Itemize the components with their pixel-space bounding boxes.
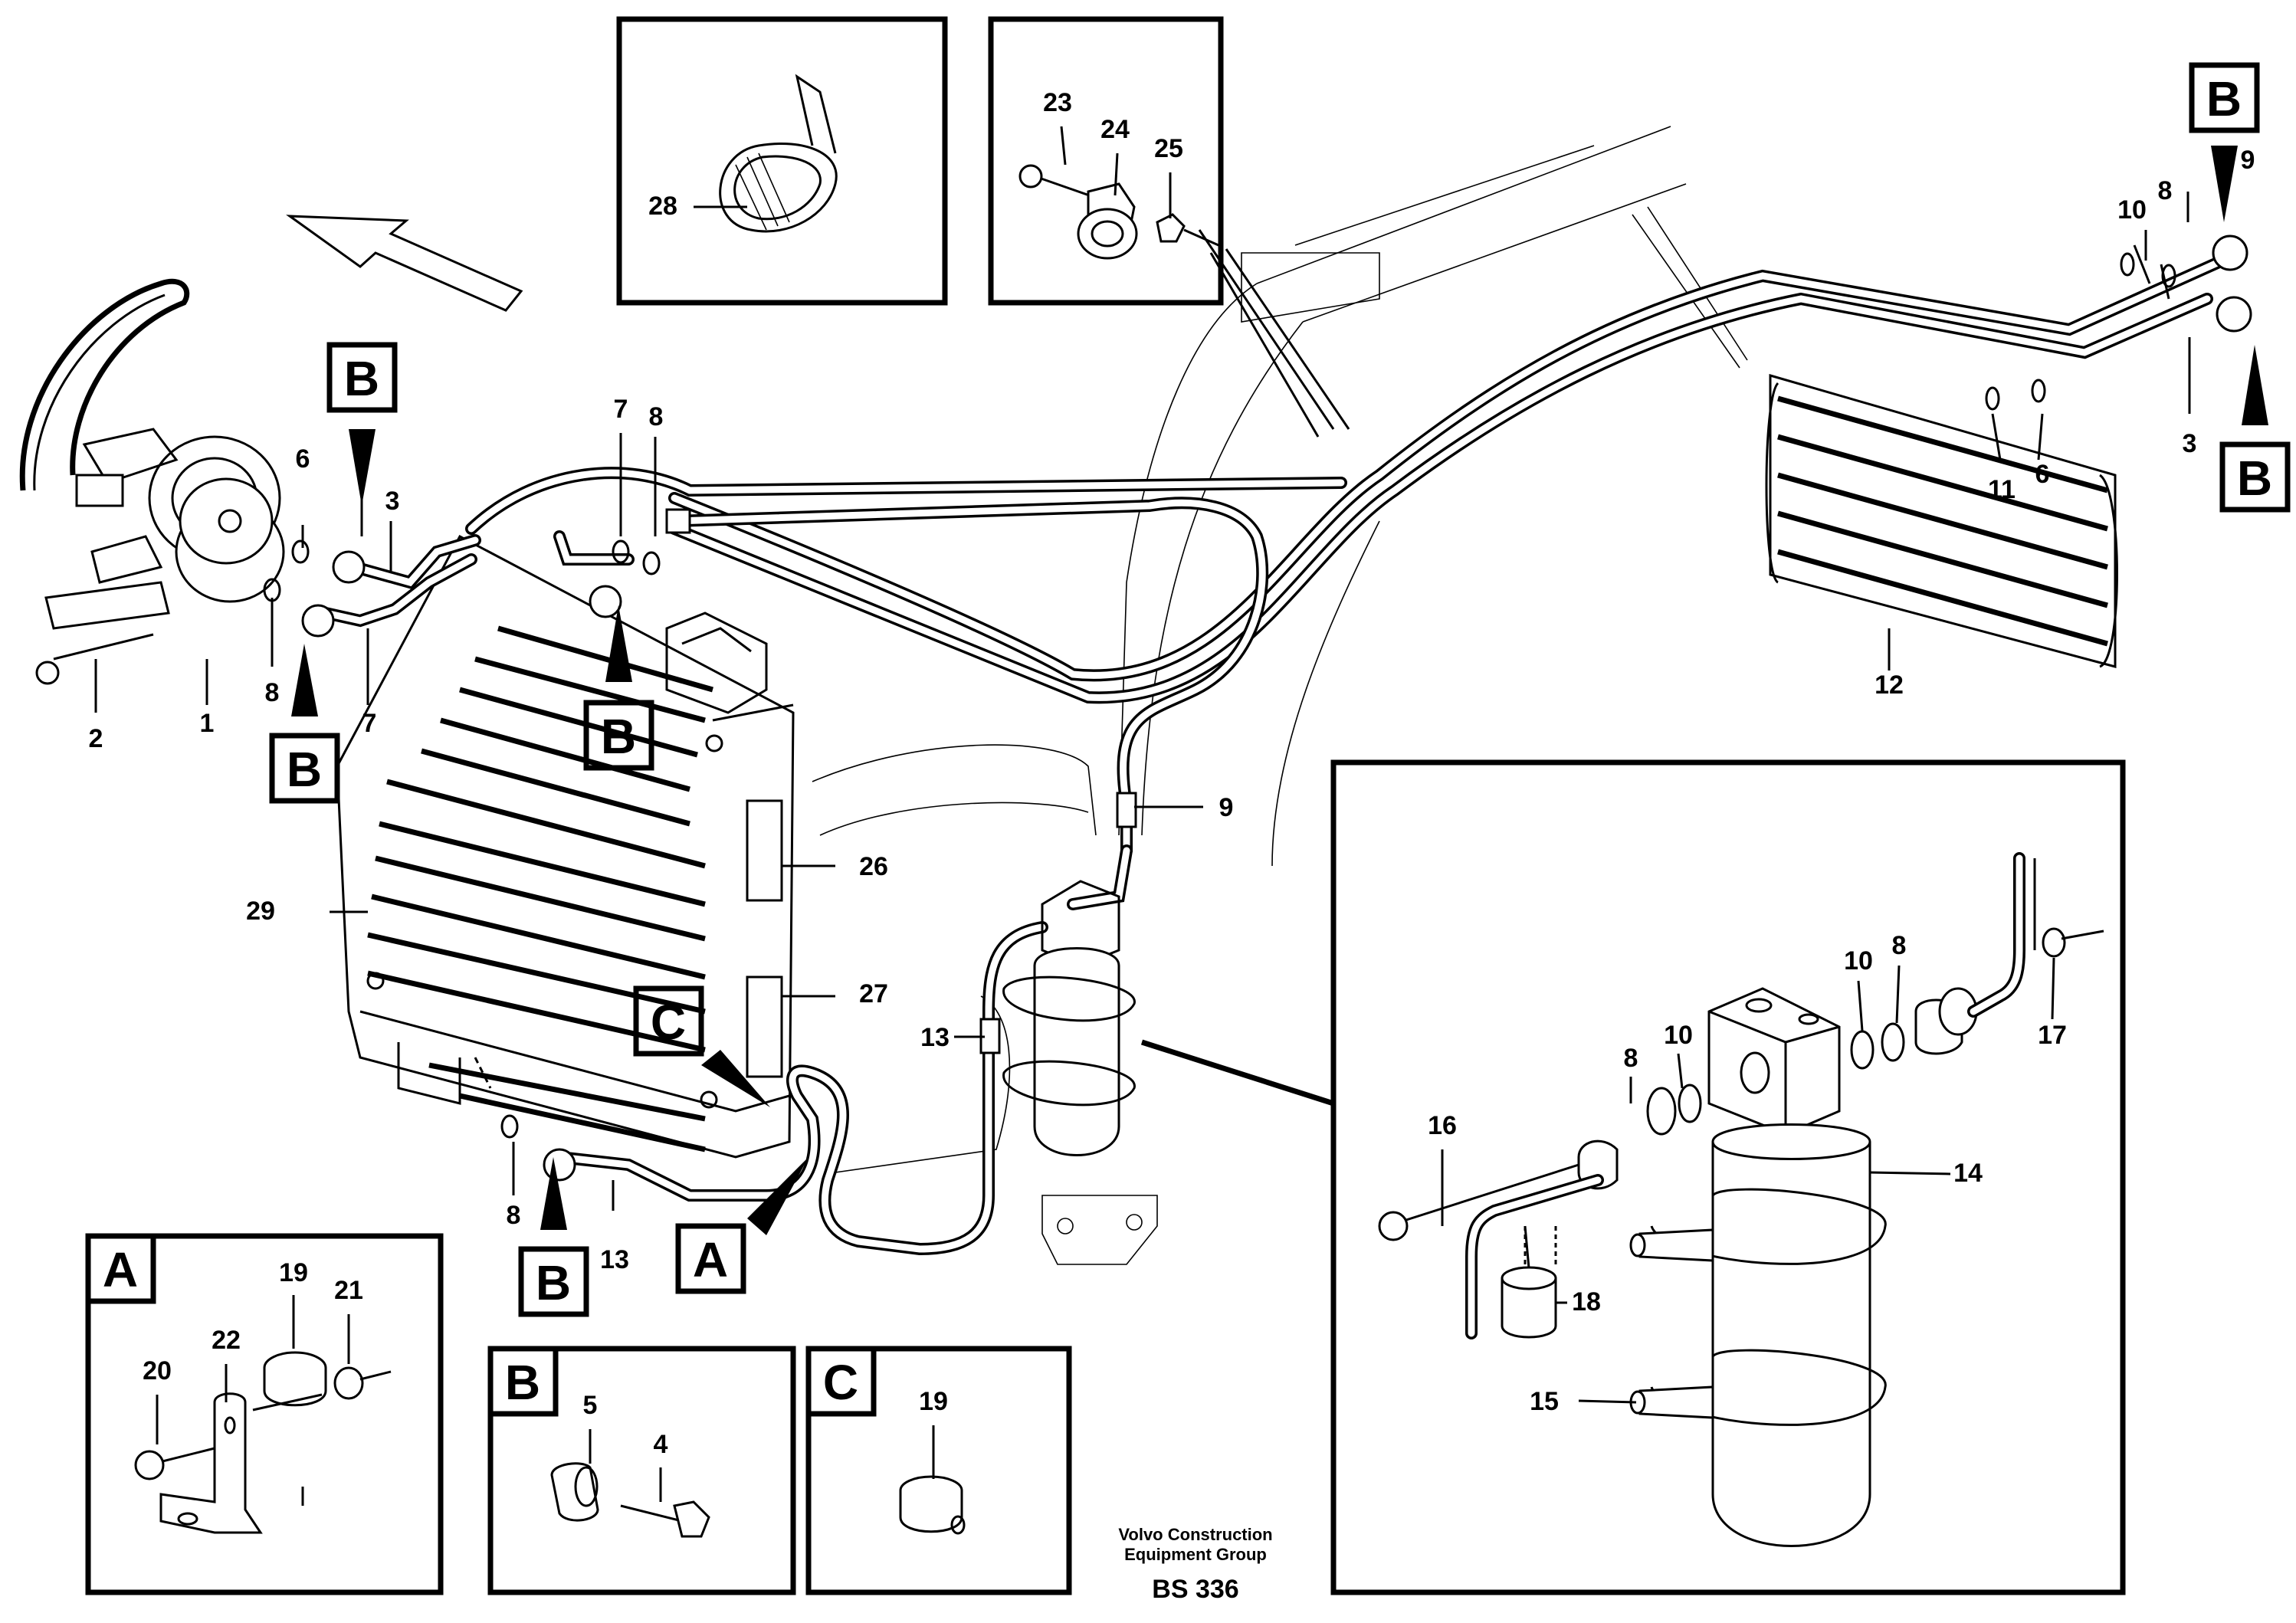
receiver-drier <box>1002 880 1136 1156</box>
callout-b-4: B <box>536 1255 571 1310</box>
part-label-28: 28 <box>648 192 677 221</box>
part-label-13b: 13 <box>600 1245 629 1274</box>
callout-c-1: C <box>651 995 686 1050</box>
part-label-8c: 8 <box>507 1201 521 1230</box>
part-label-12: 12 <box>1875 671 1904 700</box>
part-label-21: 21 <box>334 1276 363 1305</box>
part-label-1: 1 <box>200 709 215 738</box>
ac-compressor <box>19 278 285 685</box>
detail-box-pipe-clamp <box>988 16 1224 306</box>
ac-condenser <box>336 534 795 1159</box>
part-label-29: 29 <box>246 897 275 926</box>
part-label-15: 15 <box>1530 1387 1559 1416</box>
detail-box-cable-tie <box>616 16 948 306</box>
part-label-5: 5 <box>583 1391 598 1420</box>
part-label-26: 26 <box>859 852 888 881</box>
part-label-10a: 10 <box>2117 195 2147 225</box>
part-label-8f: 8 <box>1892 931 1907 960</box>
part-label-27: 27 <box>859 979 888 1008</box>
part-label-13a: 13 <box>920 1023 950 1052</box>
callout-b-3: B <box>601 709 636 764</box>
part-label-7b: 7 <box>362 709 377 738</box>
part-label-9a: 9 <box>1219 793 1234 822</box>
part-label-18: 18 <box>1572 1287 1601 1316</box>
part-label-8e: 8 <box>1624 1044 1638 1073</box>
part-label-6b: 6 <box>2035 460 2050 489</box>
leader-lines <box>94 192 2191 1211</box>
callout-a-c-markers: A C <box>633 985 809 1294</box>
part-label-14: 14 <box>1953 1159 1983 1188</box>
detail-b-title: B <box>505 1355 540 1410</box>
part-label-4: 4 <box>654 1430 668 1459</box>
part-label-2: 2 <box>89 724 103 753</box>
part-label-20: 20 <box>143 1356 172 1385</box>
part-label-10c: 10 <box>1844 946 1873 975</box>
footer-company-line2: Equipment Group <box>1124 1545 1267 1564</box>
detail-box-a: A <box>85 1233 444 1595</box>
detail-box-receiver-drier <box>1330 759 2126 1595</box>
detail-c-title: C <box>823 1355 858 1410</box>
refrigerant-pipes <box>320 254 2229 1256</box>
part-label-3a: 3 <box>385 487 400 516</box>
part-label-19a: 19 <box>279 1258 308 1287</box>
part-label-17: 17 <box>2038 1021 2067 1050</box>
part-label-9b: 9 <box>2241 146 2255 175</box>
callout-a-1: A <box>693 1232 728 1287</box>
part-label-22: 22 <box>212 1326 241 1355</box>
part-label-10b: 10 <box>1664 1021 1693 1050</box>
part-label-23: 23 <box>1043 88 1072 117</box>
part-label-11: 11 <box>1988 475 2016 504</box>
callout-b-markers: B B B B B B <box>269 62 2291 1317</box>
part-label-7a: 7 <box>614 395 628 424</box>
callout-b-1: B <box>344 351 379 406</box>
part-label-8b: 8 <box>265 678 280 707</box>
label-leader-lines <box>156 126 2055 1506</box>
detail-box-c: C <box>805 1346 1072 1595</box>
detail-a-title: A <box>103 1242 138 1297</box>
part-label-8a: 8 <box>649 402 664 431</box>
part-label-3b: 3 <box>2183 429 2197 458</box>
callout-b-2: B <box>287 742 322 797</box>
part-label-8d: 8 <box>2158 176 2173 205</box>
part-label-16: 16 <box>1428 1111 1457 1140</box>
detail-box-b: B <box>487 1346 796 1595</box>
forward-direction-arrow <box>286 215 523 312</box>
part-label-25: 25 <box>1154 134 1183 163</box>
part-number-labels: 1 2 3 3 4 5 6 6 7 7 8 8 8 8 8 8 9 9 10 1… <box>89 88 2255 1459</box>
part-label-24: 24 <box>1100 115 1130 144</box>
callout-b-6: B <box>2237 451 2272 506</box>
part-label-6a: 6 <box>296 444 310 474</box>
callout-b-5: B <box>2206 71 2242 126</box>
footer-code: BS 336 <box>1152 1575 1238 1604</box>
footer-company-line1: Volvo Construction <box>1118 1525 1272 1544</box>
footer: Volvo Construction Equipment Group BS 33… <box>1118 1525 1272 1604</box>
part-label-19b: 19 <box>919 1387 948 1416</box>
ac-evaporator <box>1765 374 2118 668</box>
machine-frame-outline <box>812 126 1748 1265</box>
